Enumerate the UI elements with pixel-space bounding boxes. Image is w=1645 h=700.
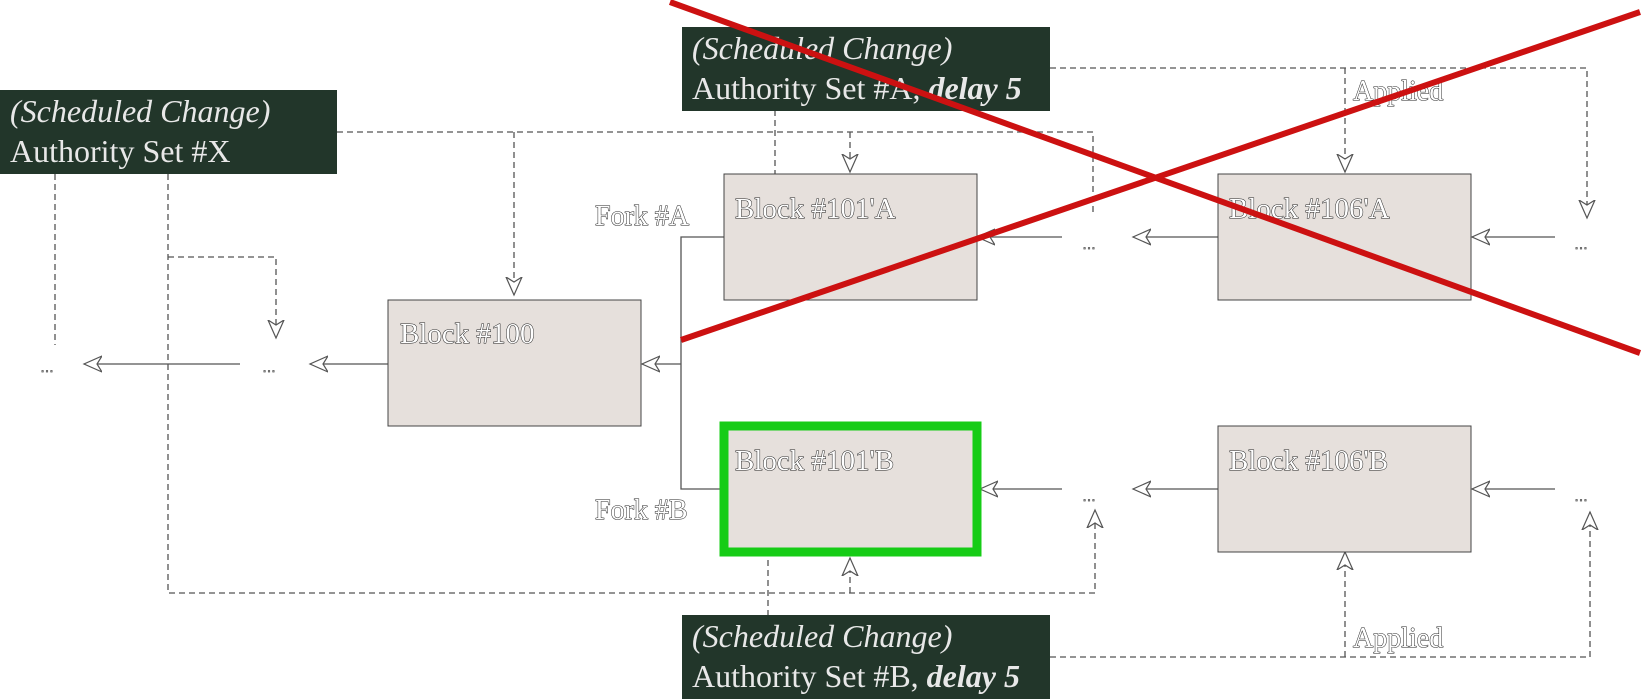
applied-label-bottom: Applied [1353, 623, 1443, 654]
scheduled-change-x: (Scheduled Change) Authority Set #X [0, 90, 337, 174]
block-106b: Block #106'B [1217, 425, 1472, 553]
block-106a: Block #106'A [1217, 173, 1472, 301]
scheduled-change-b-delay: delay 5 [927, 658, 1020, 694]
ellipsis-left-mid: … [262, 359, 277, 375]
scheduled-change-x-title: (Scheduled Change) [10, 93, 270, 129]
block-106b-label: Block #106'B [1229, 445, 1388, 477]
ellipsis-bottom-mid: … [1082, 488, 1097, 504]
block-106a-label: Block #106'A [1229, 193, 1390, 225]
scheduled-change-b-title: (Scheduled Change) [692, 618, 952, 654]
scheduled-change-b: (Scheduled Change) Authority Set #B, del… [682, 615, 1050, 699]
ellipsis-bottom-right: … [1574, 488, 1589, 504]
dash-b-right [1050, 512, 1590, 658]
dash-x-to-b100 [337, 131, 1094, 215]
block-101a-label: Block #101'A [735, 193, 896, 225]
applied-label-top: Applied [1353, 76, 1443, 107]
scheduled-change-a-title: (Scheduled Change) [692, 30, 952, 66]
scheduled-change-a-set: Authority Set #A, [692, 70, 928, 106]
ellipsis-top-mid: … [1082, 236, 1097, 252]
dash-x-main-vertical [167, 174, 1095, 594]
ellipsis-far-left: … [40, 359, 55, 375]
fork-branch-line [680, 236, 724, 490]
scheduled-change-a: (Scheduled Change) Authority Set #A, del… [682, 27, 1050, 111]
dash-x-loop [168, 256, 276, 338]
block-100-label: Block #100 [400, 318, 535, 350]
scheduled-change-x-set: Authority Set #X [10, 133, 230, 169]
scheduled-change-b-set-line: Authority Set #B, delay 5 [692, 658, 1020, 694]
block-101b-label: Block #101'B [735, 445, 894, 477]
fork-a-cross-out [668, 0, 1642, 356]
scheduled-change-b-set: Authority Set #B, [692, 658, 927, 694]
block-100: Block #100 [387, 299, 642, 427]
fork-a-label: Fork #A [595, 201, 690, 232]
scheduled-change-a-set-line: Authority Set #A, delay 5 [692, 70, 1022, 106]
block-101b: Block #101'B [719, 421, 982, 557]
finalized-highlight-frame [719, 421, 982, 557]
ellipsis-top-right: … [1574, 236, 1589, 252]
fork-b-label: Fork #B [595, 495, 688, 526]
